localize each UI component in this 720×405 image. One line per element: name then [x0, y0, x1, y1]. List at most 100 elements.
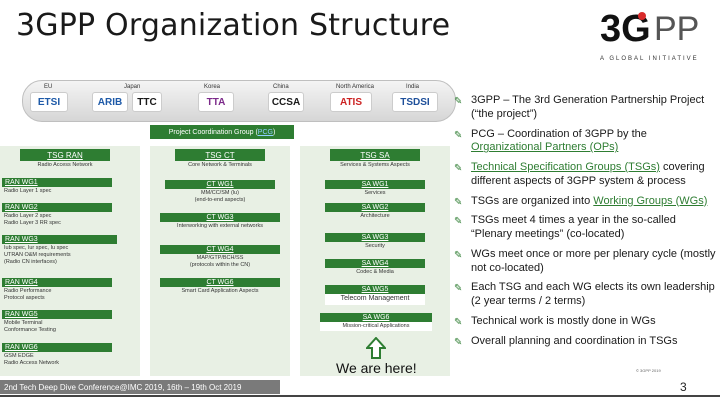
pen-icon: ✎ — [454, 96, 463, 107]
pen-icon: ✎ — [454, 316, 463, 328]
bullet-item: ✎TSGs are organized into Working Groups … — [454, 194, 708, 208]
region-label: North America — [336, 84, 375, 90]
sa-wg5[interactable]: SA WG5 Telecom Management — [325, 285, 425, 305]
tsg-ct-header[interactable]: TSG CT — [175, 149, 265, 161]
region-label: Korea — [204, 84, 221, 90]
wg-desc: Radio Performance Protocol aspects — [4, 288, 52, 301]
wg-desc: Smart Card Application Aspects — [181, 288, 259, 294]
bottom-rule — [0, 395, 720, 397]
bullet-item: ✎WGs meet once or more per plenary cycle… — [454, 247, 716, 274]
sa-wg4[interactable]: SA WG4 Codec & Media — [325, 259, 425, 277]
bullet-item: ✎TSGs meet 4 times a year in the so-call… — [454, 214, 676, 240]
wg-name: SA WG4 — [325, 259, 425, 268]
ran-wg6[interactable]: RAN WG6 GSM EDGE Radio Access Network — [2, 343, 112, 368]
wg-desc: Interworking with external networks — [177, 223, 263, 229]
wg-desc: Radio Layer 1 spec — [4, 188, 52, 194]
ct-wg1[interactable]: CT WG1 MM/CC/SM (lu) (end-to-end aspects… — [165, 180, 275, 205]
partner-logo-arib: ARIB — [92, 92, 128, 112]
wg-desc: Telecom Management — [325, 294, 425, 305]
wg-name: SA WG3 — [325, 233, 425, 242]
sa-wg1[interactable]: SA WG1 Services — [325, 180, 425, 198]
region-label: Japan — [124, 84, 141, 90]
wg-desc: Services — [364, 190, 386, 196]
pcg-box[interactable]: Project Coordination Group (PCG) — [150, 125, 294, 139]
partner-logo-atis: ATIS — [330, 92, 372, 112]
pen-icon: ✎ — [454, 129, 463, 141]
wg-desc: Radio Layer 2 spec Radio Layer 3 RR spec — [4, 213, 61, 226]
wg-name: RAN WG2 — [2, 203, 112, 212]
wg-desc: Security — [365, 243, 385, 249]
wg-desc: Architecture — [360, 213, 390, 219]
working-groups-link[interactable]: Working Groups (WGs) — [593, 194, 708, 207]
ct-wg3[interactable]: CT WG3 Interworking with external networ… — [160, 213, 280, 231]
bullet-item: ✎Technical work is mostly done in WGs — [454, 314, 656, 328]
bullet-item: ✎Technical Specification Groups (TSGs) c… — [454, 161, 705, 187]
tsg-ct-desc: Core Network & Terminals — [188, 162, 252, 168]
logo-pp: PP — [654, 10, 700, 48]
wg-name: RAN WG3 — [2, 235, 117, 244]
bullet-item: ✎PCG – Coordination of 3GPP by the Organ… — [454, 127, 647, 154]
wg-desc: Iub spec, Iur spec, Iu spec UTRAN O&M re… — [4, 245, 71, 265]
page-title: 3GPP Organization Structure — [16, 8, 451, 43]
ran-wg4[interactable]: RAN WG4 Radio Performance Protocol aspec… — [2, 278, 112, 303]
footer-bar: 2nd Tech Deep Dive Conference@IMC 2019, … — [0, 380, 280, 394]
bullet-item: ✎3GPP – The 3rd Generation Partnership P… — [454, 94, 705, 120]
wg-name: CT WG3 — [160, 213, 280, 222]
wg-name: SA WG5 — [325, 285, 425, 294]
wg-desc: Mission-critical Applications — [320, 322, 432, 331]
bullet-item: ✎Each TSG and each WG elects its own lea… — [454, 281, 715, 307]
pcg-link[interactable]: PCG — [257, 128, 273, 136]
page-number: 3 — [680, 380, 687, 394]
sa-wg6[interactable]: SA WG6 Mission-critical Applications — [320, 313, 432, 331]
wg-name: RAN WG5 — [2, 310, 112, 319]
partners-banner — [22, 80, 456, 122]
ct-wg4[interactable]: CT WG4 MAP/GTP/BCH/SS (protocols within … — [160, 245, 280, 270]
tsgs-link[interactable]: Technical Specification Groups (TSGs) — [471, 161, 660, 173]
organizational-partners-link[interactable]: Organizational Partners (OPs) — [471, 141, 619, 154]
we-are-here-label: We are here! — [336, 360, 417, 376]
wg-name: SA WG2 — [325, 203, 425, 212]
tsg-ran-header[interactable]: TSG RAN — [20, 149, 110, 161]
region-label: India — [406, 84, 420, 90]
wg-name: SA WG1 — [325, 180, 425, 189]
wg-name: RAN WG4 — [2, 278, 112, 287]
sa-wg3[interactable]: SA WG3 Security — [325, 233, 425, 251]
pen-icon: ✎ — [454, 216, 463, 228]
pen-icon: ✎ — [454, 283, 463, 295]
tsg-sa-desc: Services & Systems Aspects — [340, 162, 410, 168]
copyright: © 3GPP 2019 — [636, 368, 661, 373]
pen-icon: ✎ — [454, 163, 463, 174]
ran-wg2[interactable]: RAN WG2 Radio Layer 2 spec Radio Layer 3… — [2, 203, 112, 228]
pen-icon: ✎ — [454, 196, 463, 208]
wg-desc: Mobile Terminal Conformance Testing — [4, 320, 56, 333]
wg-name: CT WG1 — [165, 180, 275, 189]
wg-name: RAN WG1 — [2, 178, 112, 187]
partner-logo-tsdsi: TSDSI — [392, 92, 438, 112]
wg-name: CT WG4 — [160, 245, 280, 254]
logo-tagline: A GLOBAL INITIATIVE — [600, 56, 699, 62]
logo-dot-icon — [638, 12, 646, 20]
bullet-item: ✎Overall planning and coordination in TS… — [454, 334, 678, 348]
wg-name: RAN WG6 — [2, 343, 112, 352]
pcg-label: Project Coordination Group ( — [168, 128, 258, 136]
tsg-ran-desc: Radio Access Network — [37, 162, 93, 168]
wg-desc: MM/CC/SM (lu) (end-to-end aspects) — [194, 190, 246, 203]
wg-desc: MAP/GTP/BCH/SS (protocols within the CN) — [189, 255, 251, 268]
wg-desc: GSM EDGE Radio Access Network — [4, 353, 60, 366]
wg-desc: Codec & Media — [356, 269, 394, 275]
tsg-sa-header[interactable]: TSG SA — [330, 149, 420, 161]
wg-name: CT WG6 — [160, 278, 280, 287]
pen-icon: ✎ — [454, 336, 463, 348]
pcg-close: ) — [272, 128, 276, 136]
ct-wg6[interactable]: CT WG6 Smart Card Application Aspects — [160, 278, 280, 296]
partner-logo-ttc: TTC — [132, 92, 162, 112]
region-label: EU — [44, 84, 53, 90]
up-arrow-icon — [366, 337, 386, 359]
pen-icon: ✎ — [454, 249, 463, 261]
ran-wg1[interactable]: RAN WG1 Radio Layer 1 spec — [2, 178, 112, 196]
bullet-list: ✎3GPP – The 3rd Generation Partnership P… — [454, 94, 716, 354]
ran-wg5[interactable]: RAN WG5 Mobile Terminal Conformance Test… — [2, 310, 112, 335]
ran-wg3[interactable]: RAN WG3 Iub spec, Iur spec, Iu spec UTRA… — [2, 235, 117, 267]
partner-logo-ccsa: CCSA — [268, 92, 304, 112]
sa-wg2[interactable]: SA WG2 Architecture — [325, 203, 425, 221]
